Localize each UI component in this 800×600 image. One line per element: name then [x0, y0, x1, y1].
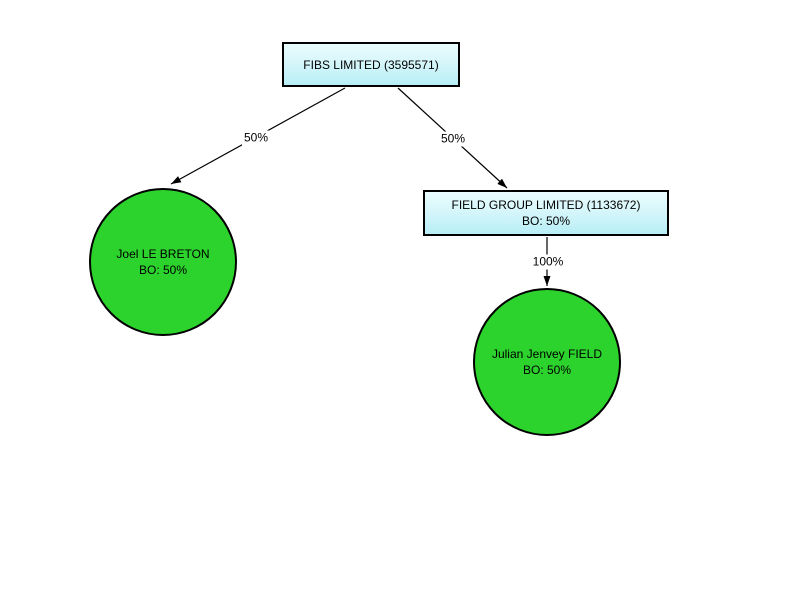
node-label: Julian Jenvey FIELD — [491, 347, 603, 361]
node-label: Joel LE BRETON — [116, 247, 210, 261]
edge-percentage-label: 50% — [438, 131, 468, 147]
node-label: FIBS LIMITED (3595571) — [303, 57, 439, 72]
node-sublabel: BO: 50% — [522, 363, 572, 377]
node-sublabel: BO: 50% — [138, 263, 188, 277]
person-node-julian-jenvey-field: Julian Jenvey FIELD BO: 50% — [473, 288, 621, 436]
node-label: FIELD GROUP LIMITED (1133672) — [451, 198, 641, 212]
node-sublabel: BO: 50% — [521, 214, 571, 228]
edge-percentage-label: 50% — [241, 130, 271, 146]
person-node-joel-le-breton: Joel LE BRETON BO: 50% — [89, 188, 237, 336]
company-node-fibs-limited: FIBS LIMITED (3595571) — [282, 42, 460, 87]
company-node-field-group-limited: FIELD GROUP LIMITED (1133672) BO: 50% — [423, 190, 669, 236]
edge-percentage-label: 100% — [530, 254, 566, 270]
